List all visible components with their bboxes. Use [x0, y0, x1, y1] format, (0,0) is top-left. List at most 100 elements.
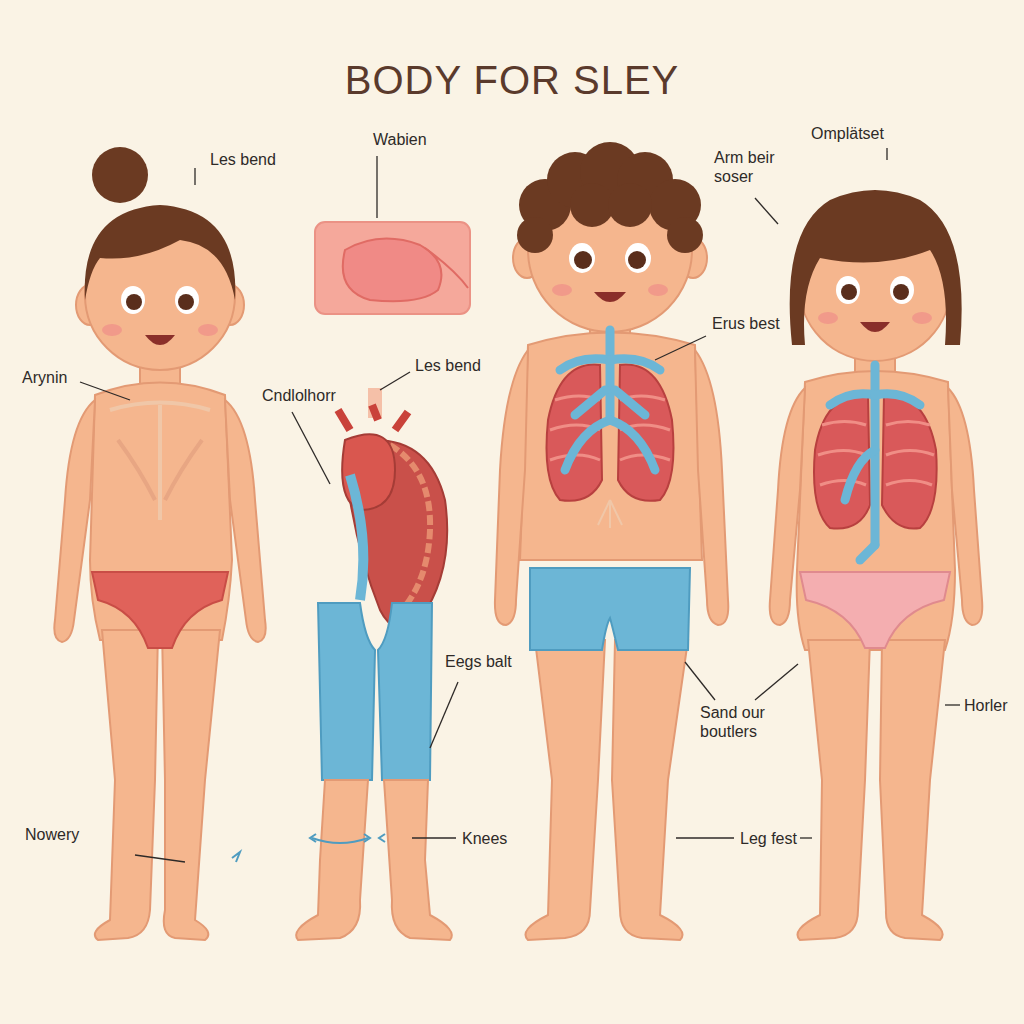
middle-legs-part: [378, 603, 432, 780]
boy-lungs: [547, 330, 674, 528]
left-girl-figure-part: [225, 400, 266, 642]
part-label: Cndlolhorr: [262, 386, 336, 405]
right-girl-lungs-part-part: [845, 450, 875, 500]
boy-figure-part: [612, 640, 688, 940]
left-girl-face-part: [126, 294, 142, 310]
part-label: Wabien: [373, 130, 427, 149]
right-girl-hair-part: [790, 190, 962, 345]
leader-lines: [80, 148, 960, 862]
leader-lines-part: [80, 382, 130, 400]
diagram-title: BODY FOR SLEY: [0, 58, 1024, 103]
leader-lines-part: [676, 837, 734, 838]
right-girl-face-part: [836, 276, 860, 304]
boy-lungs-part: [560, 330, 660, 470]
part-label: Eegs balt: [445, 652, 512, 671]
organ-stack-part: [390, 445, 430, 610]
boy-figure-part: [495, 350, 528, 625]
knee-arrow: [232, 852, 240, 862]
part-label: Nowery: [25, 825, 79, 844]
middle-legs-part: [384, 780, 452, 940]
right-girl-lungs-part-part: [860, 545, 875, 560]
right-girl-lungs-part-part: [886, 481, 932, 486]
left-girl-briefs: [92, 572, 228, 648]
left-girl-face: [102, 286, 218, 345]
organ-stack-part: [342, 434, 395, 510]
left-girl-face-part: [121, 286, 145, 314]
middle-legs-part: [296, 780, 368, 940]
leader-lines-part: [430, 682, 458, 748]
part-label: Erus best: [712, 314, 780, 333]
boy-hair-part: [517, 217, 553, 253]
organ-stack-part: [338, 405, 408, 430]
right-girl-figure-part: [798, 640, 871, 940]
boy-hair: [517, 142, 703, 253]
organ-card-part: [315, 222, 470, 314]
right-girl-face-part: [841, 284, 857, 300]
part-label: Arynin: [22, 368, 67, 387]
boy-face-part: [569, 243, 595, 273]
boy-shorts: [530, 568, 690, 650]
right-girl-lungs-part-part: [818, 451, 866, 456]
boy-face-part: [648, 284, 668, 296]
boy-lungs-part-part: [610, 359, 660, 370]
boy-lungs-part: [598, 500, 622, 528]
left-girl-face-part: [198, 324, 218, 336]
boy-hair-part: [667, 217, 703, 253]
middle-legs-part: [379, 834, 385, 842]
left-girl-figure-part: [162, 630, 220, 940]
left-girl-chest-lines-part: [118, 440, 155, 500]
right-girl-figure-part: [880, 640, 945, 940]
right-girl-figure-part: [770, 388, 805, 625]
boy-hair-part: [608, 183, 652, 227]
right-girl-lungs-part-part: [820, 481, 866, 486]
organ-card: [315, 222, 470, 314]
left-girl-figure-part: [54, 400, 95, 642]
part-label: Arm beir soser: [714, 148, 788, 186]
right-girl-face-part: [860, 322, 890, 332]
middle-legs-part: [318, 603, 375, 780]
boy-figure-part: [526, 640, 606, 940]
right-girl-lungs-part-part: [886, 422, 930, 426]
part-label: Les bend: [415, 356, 481, 375]
right-girl-lungs-part-part: [886, 451, 934, 456]
boy-face: [552, 243, 668, 302]
part-label: Sand our boutlers: [700, 703, 780, 741]
right-girl-lungs-part-part: [875, 394, 920, 405]
part-label: Horler: [964, 696, 1008, 715]
right-girl-lungs-part: [882, 395, 937, 529]
left-girl-hair-part: [85, 205, 236, 300]
boy-face-part: [594, 292, 626, 302]
leader-lines-part: [755, 198, 778, 224]
left-girl-face-part: [102, 324, 122, 336]
middle-legs-part: [310, 834, 370, 842]
right-girl-face-part: [912, 312, 932, 324]
organ-card-part: [425, 248, 468, 288]
left-girl-face-part: [178, 294, 194, 310]
left-girl-chest-lines: [110, 403, 210, 521]
leader-lines-part: [380, 372, 410, 390]
part-label: Les bend: [210, 150, 276, 169]
right-girl-briefs: [800, 572, 950, 648]
left-girl-figure-part: [95, 630, 158, 940]
right-girl-hair: [790, 190, 962, 345]
leader-lines-part: [945, 704, 960, 705]
boy-lungs-part-part: [610, 420, 655, 470]
part-label: Omplätset: [811, 124, 884, 143]
left-girl-face-part: [175, 286, 199, 314]
right-girl-figure-part: [948, 388, 982, 625]
left-girl-face-part: [145, 335, 175, 345]
leader-lines-part: [292, 412, 330, 484]
leader-lines-part: [685, 662, 715, 700]
boy-lungs-part-part: [565, 420, 610, 470]
left-girl-figure: [54, 220, 265, 940]
right-girl-face-part: [818, 312, 838, 324]
boy-lungs-part-part: [606, 330, 615, 420]
part-label: Leg fest: [740, 829, 797, 848]
organ-stack-part: [350, 475, 363, 600]
boy-hair-part: [570, 183, 614, 227]
left-girl-chest-lines-part: [110, 403, 210, 411]
boy-lungs-part-part: [560, 359, 610, 370]
left-girl-hair: [85, 147, 236, 300]
boy-face-part: [574, 251, 592, 269]
